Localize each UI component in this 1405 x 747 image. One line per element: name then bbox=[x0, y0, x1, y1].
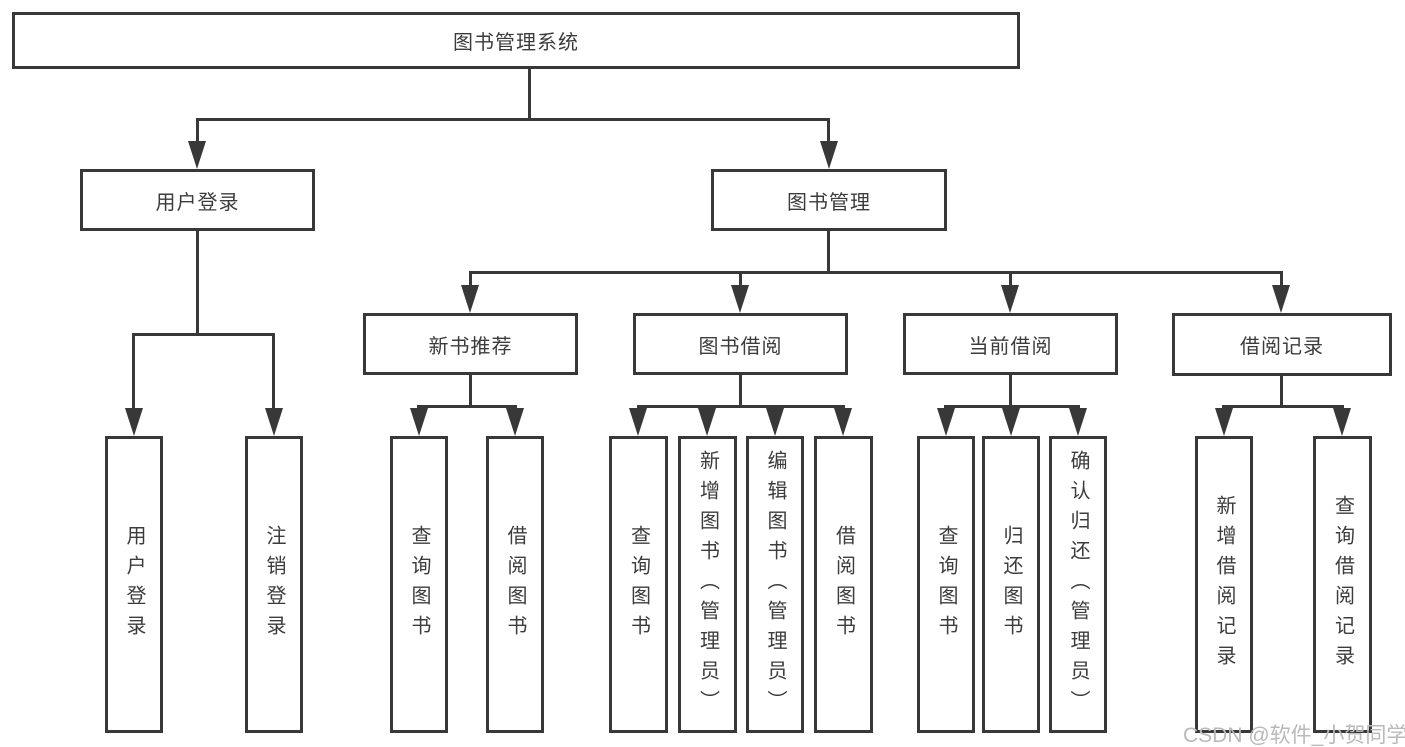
node-user-login: 用户登录 bbox=[80, 169, 315, 231]
leaf-borrow-query-books-label: 查询图书 bbox=[627, 524, 650, 645]
connector-new-book-split bbox=[417, 405, 517, 408]
arrow-down-icon bbox=[125, 408, 143, 436]
leaf-records-add-record: 新增借阅记录 bbox=[1195, 436, 1253, 733]
arrow-down-icon bbox=[1272, 285, 1290, 313]
arrow-down-icon bbox=[506, 408, 524, 436]
node-borrow-records: 借阅记录 bbox=[1172, 313, 1392, 376]
leaf-records-query-record-label: 查询借阅记录 bbox=[1331, 494, 1354, 675]
arrow-down-icon bbox=[1069, 408, 1087, 436]
connector-drop-book-management bbox=[827, 118, 830, 145]
leaf-newbook-query-books-label: 查询图书 bbox=[408, 524, 430, 645]
node-book-management: 图书管理 bbox=[711, 169, 947, 231]
arrow-down-icon bbox=[820, 141, 838, 169]
connector-drop-leaf-logout bbox=[272, 333, 275, 410]
arrow-down-icon bbox=[461, 285, 479, 313]
arrow-down-icon bbox=[766, 408, 784, 436]
arrow-down-icon bbox=[1333, 408, 1351, 436]
connector-drop-book-borrow bbox=[739, 271, 742, 287]
connector-level2-split bbox=[196, 118, 830, 121]
arrow-down-icon bbox=[629, 408, 647, 436]
node-book-borrow: 图书借阅 bbox=[633, 313, 848, 375]
connector-drop-borrow-records bbox=[1280, 271, 1283, 287]
arrow-down-icon bbox=[1001, 285, 1019, 313]
connector-drop-leaf-user-login bbox=[132, 333, 135, 410]
leaf-borrow-edit-books-admin: 编辑图书（管理员） bbox=[746, 436, 804, 733]
leaf-newbook-query-books: 查询图书 bbox=[390, 436, 448, 733]
leaf-user-login: 用户登录 bbox=[105, 436, 163, 733]
leaf-borrow-edit-books-admin-label: 编辑图书（管理员） bbox=[764, 449, 786, 720]
arrow-down-icon bbox=[188, 141, 206, 169]
node-library-system: 图书管理系统 bbox=[12, 12, 1020, 69]
leaf-borrow-add-books-admin-label: 新增图书（管理员） bbox=[696, 449, 719, 720]
arrow-down-icon bbox=[731, 285, 749, 313]
connector-root-stem bbox=[528, 69, 531, 121]
connector-drop-new-book bbox=[469, 271, 472, 287]
leaf-current-return-books: 归还图书 bbox=[982, 436, 1040, 733]
connector-drop-current-borrow bbox=[1009, 271, 1012, 287]
node-library-system-label: 图书管理系统 bbox=[453, 32, 579, 54]
leaf-logout: 注销登录 bbox=[245, 436, 303, 733]
arrow-down-icon bbox=[834, 408, 852, 436]
node-new-book-recommend-label: 新书推荐 bbox=[428, 335, 513, 358]
leaf-borrow-add-books-admin: 新增图书（管理员） bbox=[678, 436, 737, 733]
node-current-borrow: 当前借阅 bbox=[903, 313, 1118, 375]
connector-user-login-stem bbox=[196, 231, 199, 335]
connector-book-borrow-stem bbox=[739, 375, 742, 407]
node-book-borrow-label: 图书借阅 bbox=[698, 335, 783, 358]
node-borrow-records-label: 借阅记录 bbox=[1240, 336, 1324, 358]
arrow-down-icon bbox=[1002, 408, 1020, 436]
leaf-records-add-record-label: 新增借阅记录 bbox=[1213, 494, 1235, 675]
leaf-borrow-borrow-books-label: 借阅图书 bbox=[832, 524, 855, 645]
connector-new-book-stem bbox=[469, 375, 472, 407]
leaf-borrow-query-books: 查询图书 bbox=[609, 436, 668, 733]
connector-current-borrow-split bbox=[944, 405, 1080, 408]
node-current-borrow-label: 当前借阅 bbox=[968, 335, 1053, 358]
leaf-current-query-books: 查询图书 bbox=[917, 436, 975, 733]
connector-current-borrow-stem bbox=[1009, 375, 1012, 407]
node-new-book-recommend: 新书推荐 bbox=[363, 313, 578, 375]
arrow-down-icon bbox=[265, 408, 283, 436]
leaf-newbook-borrow-books: 借阅图书 bbox=[486, 436, 544, 733]
csdn-watermark: CSDN @软件_小贺同学 bbox=[1183, 724, 1405, 747]
arrow-down-icon bbox=[698, 408, 716, 436]
arrow-down-icon bbox=[937, 408, 955, 436]
leaf-borrow-borrow-books: 借阅图书 bbox=[814, 436, 873, 733]
connector-borrow-records-stem bbox=[1280, 375, 1283, 407]
leaf-current-confirm-return-admin-label: 确认归还（管理员） bbox=[1067, 449, 1089, 720]
node-book-management-label: 图书管理 bbox=[787, 191, 871, 214]
leaf-user-login-label: 用户登录 bbox=[123, 524, 145, 645]
leaf-current-query-books-label: 查询图书 bbox=[935, 524, 957, 645]
leaf-newbook-borrow-books-label: 借阅图书 bbox=[504, 524, 526, 645]
leaf-logout-label: 注销登录 bbox=[263, 524, 285, 645]
leaf-records-query-record: 查询借阅记录 bbox=[1313, 436, 1372, 733]
arrow-down-icon bbox=[1215, 408, 1233, 436]
connector-user-login-split bbox=[133, 333, 275, 336]
connector-level3-split bbox=[469, 271, 1283, 274]
connector-drop-user-login bbox=[196, 118, 199, 145]
arrow-down-icon bbox=[410, 408, 428, 436]
connector-borrow-records-split bbox=[1222, 405, 1344, 408]
connector-book-management-stem bbox=[827, 231, 830, 273]
leaf-current-confirm-return-admin: 确认归还（管理员） bbox=[1049, 436, 1107, 733]
leaf-current-return-books-label: 归还图书 bbox=[1000, 524, 1022, 645]
connector-book-borrow-split bbox=[637, 405, 845, 408]
node-user-login-label: 用户登录 bbox=[155, 191, 240, 214]
